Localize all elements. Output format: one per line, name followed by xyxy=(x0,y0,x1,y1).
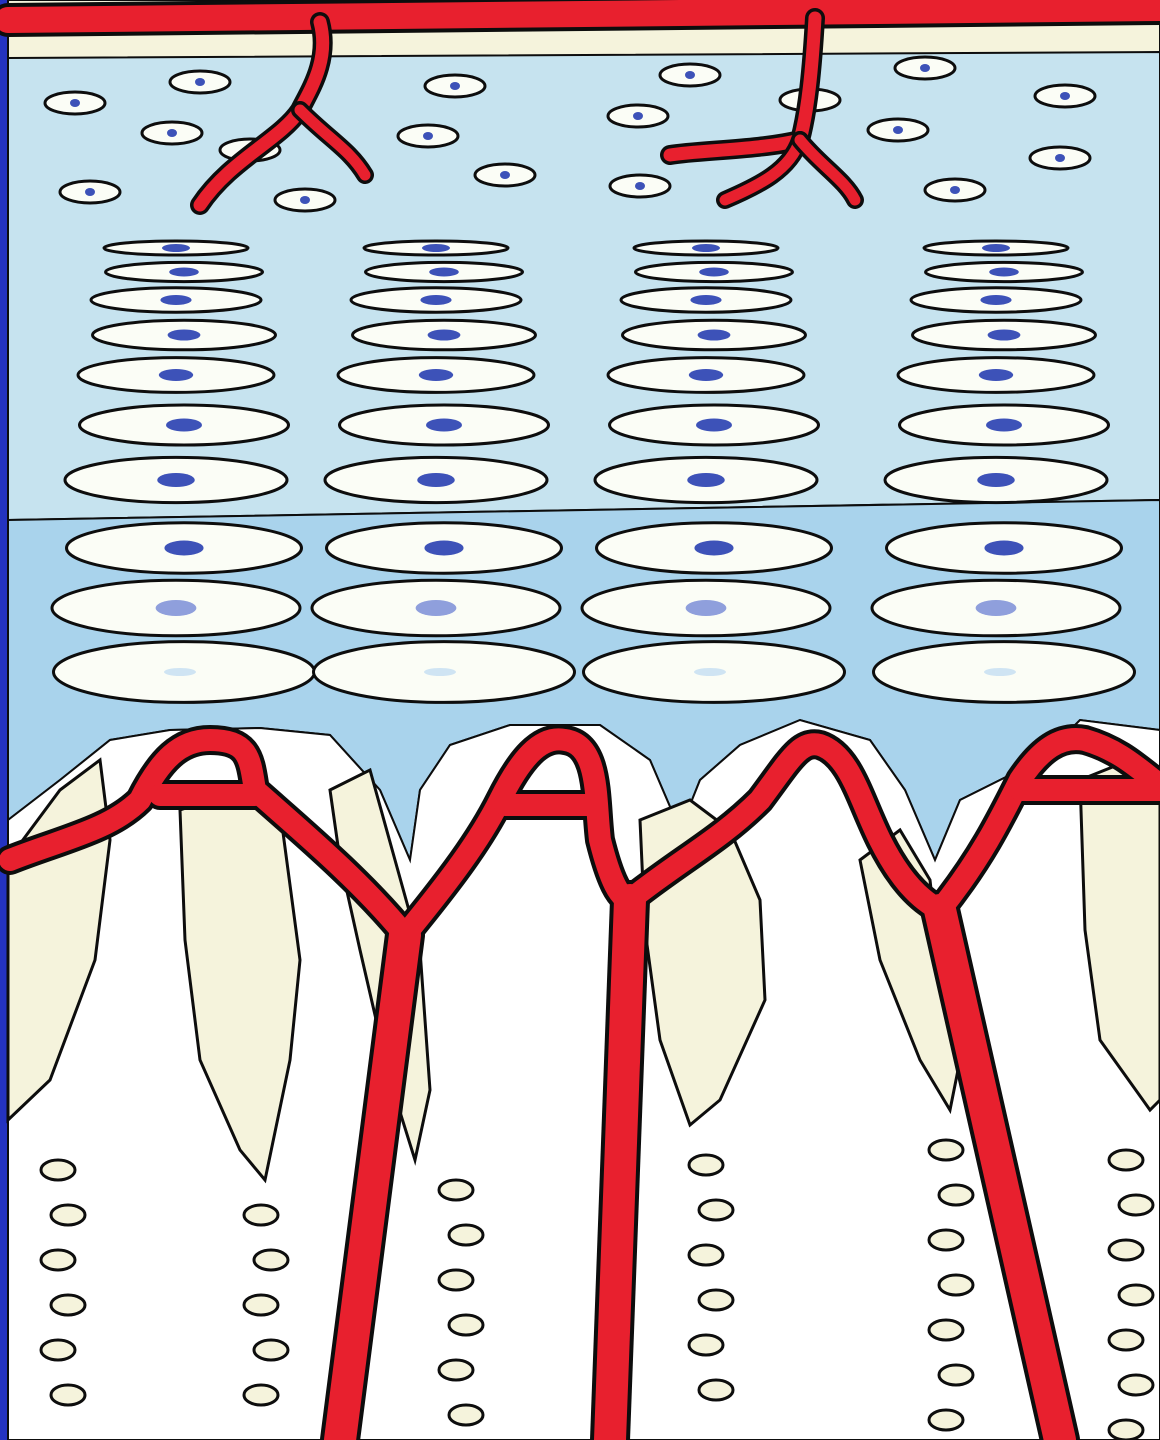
reserve-chondrocyte xyxy=(475,164,535,186)
chondrocyte xyxy=(926,262,1083,281)
chondrocyte xyxy=(351,288,521,312)
chondrocyte xyxy=(885,457,1107,502)
marrow-cell xyxy=(41,1340,75,1360)
reserve-chondrocyte xyxy=(925,179,985,201)
chondrocyte xyxy=(67,523,302,573)
chondrocyte xyxy=(54,642,315,703)
chondrocyte xyxy=(924,241,1068,255)
marrow-cell xyxy=(1109,1420,1143,1440)
chondrocyte xyxy=(312,580,560,636)
reserve-chondrocyte xyxy=(608,105,668,127)
marrow-cell xyxy=(449,1315,483,1335)
chondrocyte xyxy=(314,642,575,703)
marrow-cell xyxy=(1119,1285,1153,1305)
chondrocyte xyxy=(65,457,287,502)
marrow-cell xyxy=(51,1385,85,1405)
marrow-cell xyxy=(244,1205,278,1225)
marrow-cell xyxy=(689,1245,723,1265)
reserve-chondrocyte xyxy=(425,75,485,97)
reserve-chondrocyte xyxy=(170,71,230,93)
marrow-cell xyxy=(699,1290,733,1310)
chondrocyte xyxy=(584,642,845,703)
chondrocyte xyxy=(623,320,806,350)
marrow-cell xyxy=(699,1200,733,1220)
marrow-cell xyxy=(1119,1195,1153,1215)
reserve-chondrocyte xyxy=(1035,85,1095,107)
chondrocyte xyxy=(621,288,791,312)
chondrocyte xyxy=(366,262,523,281)
marrow-cell xyxy=(51,1205,85,1225)
marrow-cell xyxy=(41,1250,75,1270)
reserve-chondrocyte xyxy=(610,175,670,197)
marrow-cell xyxy=(244,1385,278,1405)
marrow-cell xyxy=(254,1250,288,1270)
chondrocyte xyxy=(610,405,819,445)
chondrocyte xyxy=(353,320,536,350)
marrow-cell xyxy=(1109,1240,1143,1260)
marrow-cell xyxy=(41,1160,75,1180)
chondrocyte xyxy=(595,457,817,502)
marrow-cell xyxy=(439,1270,473,1290)
chondrocyte xyxy=(900,405,1109,445)
marrow-cell xyxy=(939,1365,973,1385)
chondrocyte xyxy=(325,457,547,502)
chondrocyte xyxy=(327,523,562,573)
marrow-cell xyxy=(929,1230,963,1250)
chondrocyte xyxy=(338,358,534,393)
reserve-chondrocyte xyxy=(398,125,458,147)
chondrocyte xyxy=(911,288,1081,312)
chondrocyte xyxy=(52,580,300,636)
chondrocyte xyxy=(874,642,1135,703)
reserve-chondrocyte xyxy=(45,92,105,114)
chondrocyte xyxy=(78,358,274,393)
reserve-chondrocyte xyxy=(660,64,720,86)
chondrocyte xyxy=(340,405,549,445)
marrow-cell xyxy=(51,1295,85,1315)
marrow-cell xyxy=(254,1340,288,1360)
chondrocyte xyxy=(582,580,830,636)
reserve-chondrocyte xyxy=(895,57,955,79)
marrow-cell xyxy=(939,1275,973,1295)
reserve-chondrocyte xyxy=(60,181,120,203)
chondrocyte xyxy=(93,320,276,350)
marrow-cell xyxy=(244,1295,278,1315)
chondrocyte xyxy=(106,262,263,281)
chondrocyte xyxy=(91,288,261,312)
marrow-cell xyxy=(439,1360,473,1380)
reserve-chondrocyte xyxy=(275,189,335,211)
chondrocyte xyxy=(636,262,793,281)
chondrocyte xyxy=(913,320,1096,350)
chondrocyte xyxy=(80,405,289,445)
marrow-cell xyxy=(449,1225,483,1245)
chondrocyte xyxy=(364,241,508,255)
chondrocyte xyxy=(634,241,778,255)
marrow-cell xyxy=(689,1335,723,1355)
marrow-cell xyxy=(1109,1150,1143,1170)
marrow-cell xyxy=(699,1380,733,1400)
marrow-cell xyxy=(689,1155,723,1175)
chondrocyte xyxy=(104,241,248,255)
marrow-cell xyxy=(939,1185,973,1205)
marrow-cell xyxy=(1109,1330,1143,1350)
marrow-cell xyxy=(929,1140,963,1160)
chondrocyte xyxy=(597,523,832,573)
reserve-chondrocyte xyxy=(1030,147,1090,169)
marrow-cell xyxy=(929,1410,963,1430)
reserve-chondrocyte xyxy=(142,122,202,144)
marrow-cell xyxy=(1119,1375,1153,1395)
chondrocyte xyxy=(872,580,1120,636)
marrow-cell xyxy=(439,1180,473,1200)
marrow-cell xyxy=(929,1320,963,1340)
reserve-chondrocyte xyxy=(868,119,928,141)
marrow-cell xyxy=(449,1405,483,1425)
chondrocyte xyxy=(608,358,804,393)
chondrocyte xyxy=(887,523,1122,573)
chondrocyte xyxy=(898,358,1094,393)
